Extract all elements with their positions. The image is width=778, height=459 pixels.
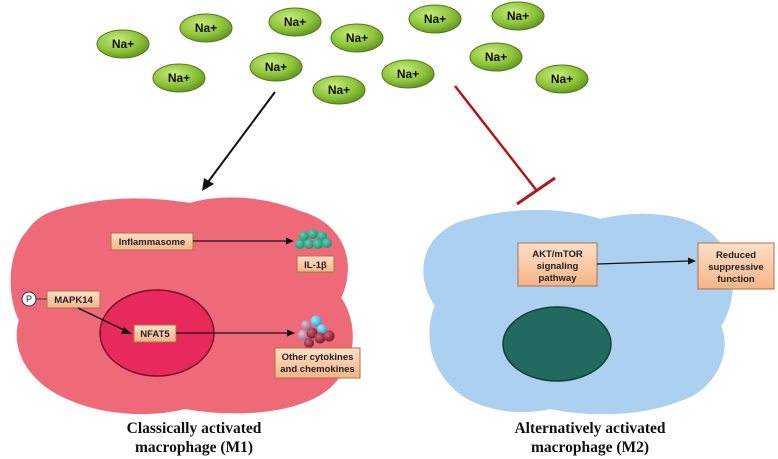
- reduced-line1: Reduced: [716, 250, 756, 261]
- sodium-ion-label: Na+: [284, 15, 306, 29]
- phosphate-label: P: [26, 294, 32, 304]
- il1b-box: IL-1β: [296, 255, 335, 273]
- sodium-ion: Na+: [268, 7, 322, 37]
- sodium-ion-label: Na+: [346, 31, 368, 45]
- akt-mtor-box: AKT/mTOR signaling pathway: [517, 242, 598, 287]
- sodium-ion-label: Na+: [112, 37, 134, 51]
- mapk14-box: MAPK14: [46, 290, 101, 309]
- mapk14-label: MAPK14: [54, 295, 93, 306]
- m2-macrophage: AKT/mTOR signaling pathway Reduced suppr…: [423, 210, 775, 415]
- sodium-ion-label: Na+: [168, 71, 190, 85]
- inhibition-line: [454, 85, 556, 206]
- sodium-ion-label: Na+: [551, 72, 573, 86]
- m1-caption-line1: Classically activated: [126, 420, 262, 437]
- sodium-ion: Na+: [330, 23, 384, 53]
- sodium-ion: Na+: [152, 63, 206, 93]
- sodium-ion: Na+: [381, 59, 435, 89]
- sodium-ion-cluster: Na+ Na+ Na+ Na+ Na+ Na+ Na+ Na+ Na+ Na+ …: [96, 1, 589, 105]
- cytokine-molecule-icon: [297, 315, 335, 348]
- akt-mtor-line2: signaling: [537, 261, 579, 272]
- sodium-ion-label: Na+: [265, 60, 287, 74]
- sodium-ion: Na+: [179, 13, 233, 43]
- sodium-ion: Na+: [535, 64, 589, 94]
- reduced-line3: function: [717, 274, 755, 285]
- reduced-line2: suppressive: [708, 262, 763, 273]
- akt-mtor-line1: AKT/mTOR: [532, 249, 583, 260]
- m2-nucleus: [502, 306, 612, 382]
- sodium-ion-label: Na+: [195, 21, 217, 35]
- sodium-ion: Na+: [96, 29, 150, 59]
- sodium-ion: Na+: [491, 1, 545, 31]
- phosphate-icon: P: [21, 291, 37, 307]
- sodium-ion: Na+: [469, 42, 523, 72]
- sodium-ion-label: Na+: [485, 50, 507, 64]
- m2-caption-line1: Alternatively activated: [514, 420, 666, 437]
- reduced-function-box: Reduced suppressive function: [697, 242, 775, 290]
- sodium-ion: Na+: [312, 75, 366, 105]
- activation-arrow: [202, 91, 276, 191]
- sodium-ion-label: Na+: [507, 9, 529, 23]
- other-cytokines-line2: and chemokines: [280, 364, 354, 375]
- inflammasome-label: Inflammasome: [119, 237, 186, 248]
- sodium-ion: Na+: [249, 52, 303, 82]
- il1b-molecule-icon: [295, 229, 332, 249]
- m2-caption: Alternatively activated macrophage (M2): [460, 419, 720, 457]
- il1b-label: IL-1β: [304, 260, 327, 271]
- sodium-ion-label: Na+: [328, 83, 350, 97]
- m2-caption-line2: macrophage (M2): [530, 439, 650, 456]
- inflammasome-box: Inflammasome: [110, 232, 194, 251]
- other-cytokines-box: Other cytokines and chemokines: [274, 347, 361, 379]
- nfat5-label: NFAT5: [140, 329, 170, 340]
- m1-macrophage: Inflammasome IL-1β P MAPK14: [10, 197, 361, 415]
- akt-mtor-line3: pathway: [538, 273, 577, 284]
- sodium-ion-label: Na+: [397, 67, 419, 81]
- sodium-ion: Na+: [408, 4, 462, 34]
- nfat5-box: NFAT5: [133, 324, 177, 343]
- m1-caption-line2: macrophage (M1): [134, 439, 254, 456]
- sodium-ion-label: Na+: [424, 12, 446, 26]
- m1-caption: Classically activated macrophage (M1): [64, 419, 324, 457]
- other-cytokines-line1: Other cytokines: [282, 352, 354, 363]
